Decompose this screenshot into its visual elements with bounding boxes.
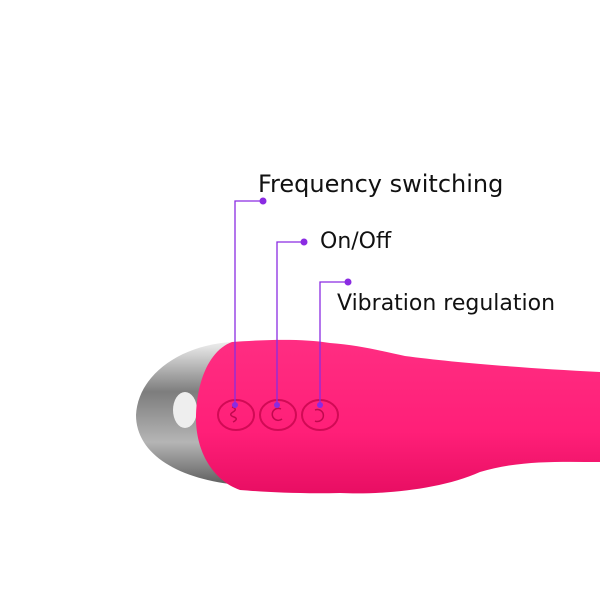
cycle-icon — [314, 408, 325, 423]
callout-label-vibration: Vibration regulation — [337, 291, 556, 316]
device-body — [195, 339, 600, 494]
callout-label-onoff: On/Off — [320, 229, 392, 254]
callout-label-frequency: Frequency switching — [258, 170, 504, 198]
cap-highlight — [173, 392, 197, 428]
button-power[interactable] — [259, 399, 297, 431]
power-icon — [271, 407, 283, 422]
callout-dots — [232, 197, 352, 408]
button-frequency[interactable] — [217, 399, 255, 431]
callout-lines — [234, 200, 348, 405]
wave-icon — [230, 406, 237, 423]
